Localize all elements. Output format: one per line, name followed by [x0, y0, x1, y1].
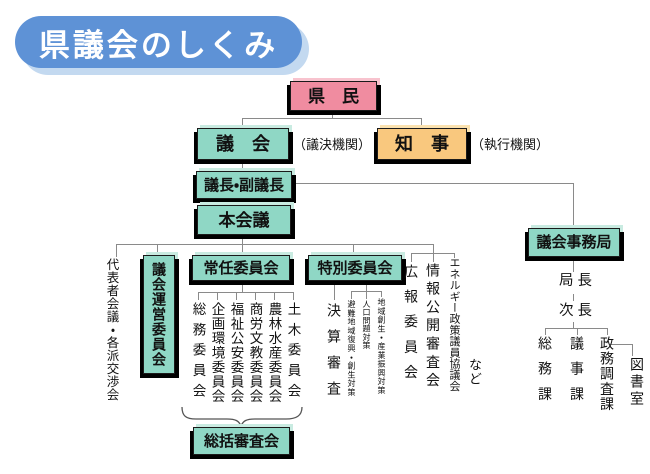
secretariat-division: 総務課	[537, 336, 553, 412]
connector-line	[433, 244, 434, 253]
connector-line	[274, 292, 275, 300]
connector-line	[545, 328, 607, 329]
node-governor-label: 知 事	[395, 134, 449, 154]
brace	[181, 406, 303, 428]
connector-line	[351, 291, 352, 299]
node-citizens: 県 民	[290, 81, 377, 111]
connector-line	[454, 253, 455, 258]
standing-committee-item: 商労文教委員会	[247, 302, 263, 404]
secretariat-chief: 局長	[559, 273, 596, 289]
node-special-label: 特別委員会	[317, 259, 393, 277]
node-steering-label: 議会運営委員会	[151, 262, 167, 367]
secretariat-deputy: 次長	[559, 303, 596, 319]
node-secretariat: 議会事務局	[528, 228, 620, 257]
connector-line	[217, 292, 218, 300]
special-committee-item: 人口問題対策	[362, 300, 371, 350]
connector-line	[381, 291, 382, 297]
connector-line	[573, 258, 574, 272]
connector-line	[334, 279, 335, 300]
connector-line	[242, 279, 243, 292]
connector-line	[411, 253, 412, 262]
page-title: 県議会のしくみ	[15, 16, 302, 68]
node-chair-label: 議長・副議長	[203, 176, 285, 194]
connector-line	[242, 197, 243, 205]
node-steering-committee: 議会運営委員会	[143, 255, 175, 374]
connector-line	[290, 183, 573, 184]
connector-line	[577, 328, 578, 335]
council-body-item: エネルギー政策議員協議会	[448, 257, 460, 392]
standing-committee-item: 福祉公安委員会	[228, 302, 244, 404]
connector-line	[242, 158, 243, 172]
connector-line	[421, 118, 422, 128]
connector-line	[366, 291, 367, 299]
standing-committee-item: 企画環境委員会	[209, 302, 225, 404]
special-committee-item: 地域創生・産業振興対策	[377, 298, 386, 395]
connector-line	[632, 344, 633, 356]
connector-line	[242, 118, 243, 128]
secretariat-division: 政務調査課	[599, 336, 615, 412]
node-special-committee: 特別委員会	[308, 255, 402, 281]
secretariat-division: 図書室	[629, 357, 645, 408]
node-standing-label: 常任委員会	[203, 259, 279, 277]
special-committee-item: 決算審査	[326, 303, 342, 407]
connector-line	[573, 322, 574, 328]
connector-line	[411, 253, 454, 254]
node-general-review: 総括審査会	[193, 427, 290, 455]
secretariat-division: 議事課	[569, 336, 585, 412]
connector-line	[236, 292, 237, 300]
connector-line	[293, 292, 294, 300]
node-general-review-label: 総括審査会	[203, 432, 279, 450]
standing-committee-item: 総務委員会	[190, 302, 206, 404]
node-representatives: 代表者会議・各派交渉会	[104, 258, 119, 401]
node-assembly-note: （議決機関）	[293, 137, 372, 152]
standing-committee-item: 土木委員会	[285, 302, 301, 404]
connector-line	[198, 292, 293, 293]
node-plenary-label: 本会議	[218, 210, 270, 230]
council-body-item: 情報公開審査会	[425, 263, 441, 392]
connector-line	[573, 294, 574, 301]
connector-line	[366, 279, 367, 291]
node-chair: 議長・副議長	[196, 171, 292, 199]
connector-line	[332, 109, 333, 118]
standing-committee-item: 農林水産委員会	[266, 302, 282, 404]
node-governor: 知 事	[377, 128, 467, 160]
node-citizens-label: 県 民	[308, 86, 359, 106]
connector-line	[116, 244, 117, 257]
connector-line	[198, 292, 199, 300]
connector-line	[116, 244, 433, 245]
connector-line	[573, 183, 574, 228]
connector-line	[353, 244, 354, 255]
connector-line	[611, 344, 632, 345]
node-secretariat-label: 議会事務局	[536, 234, 612, 251]
connector-line	[242, 118, 421, 119]
node-plenary: 本会議	[197, 205, 291, 235]
node-governor-note: （執行機関）	[471, 137, 550, 152]
connector-line	[545, 328, 546, 335]
connector-line	[607, 328, 608, 335]
connector-line	[433, 253, 434, 262]
etc-label: など	[467, 358, 482, 386]
node-assembly: 議 会	[197, 128, 289, 160]
node-assembly-label: 議 会	[216, 134, 270, 154]
connector-line	[157, 244, 158, 255]
special-committee-item: 避難地域復興・創生対策	[347, 300, 356, 397]
council-body-item: 広報委員会	[403, 264, 419, 390]
node-standing-committee: 常任委員会	[192, 255, 290, 281]
connector-line	[255, 292, 256, 300]
